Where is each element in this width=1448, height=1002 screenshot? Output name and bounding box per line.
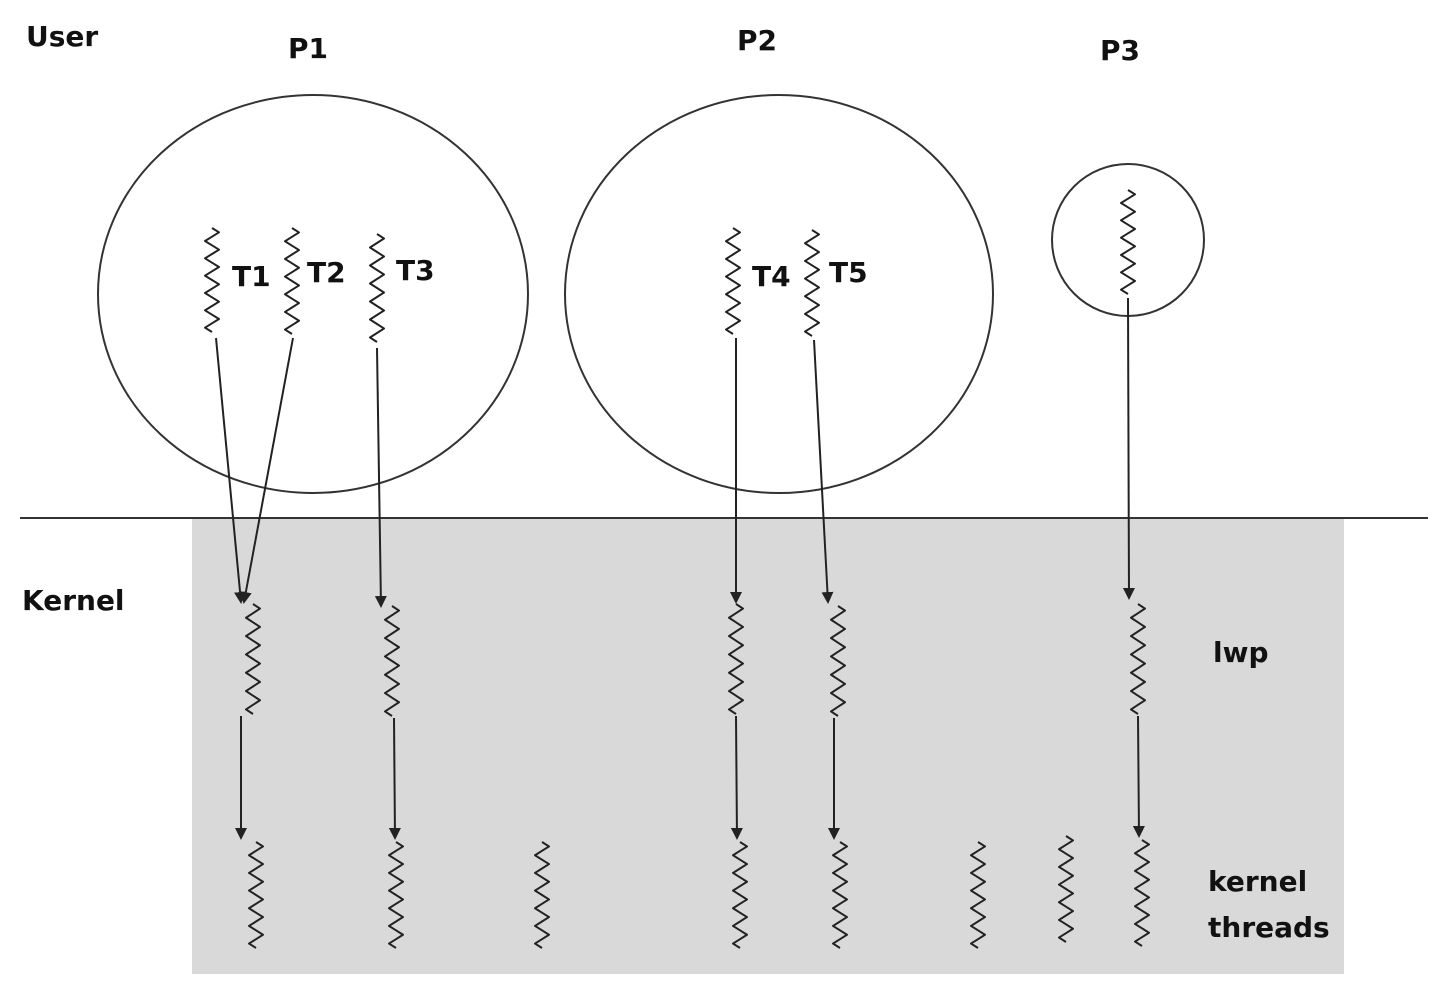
lwp-3-squiggle <box>728 603 744 715</box>
process-p2-label: P2 <box>737 24 777 57</box>
user-thread-t3-squiggle <box>369 233 385 343</box>
process-p2-circle <box>564 94 994 494</box>
kernel-thread-7-squiggle <box>1058 835 1074 943</box>
kernel-thread-2-squiggle <box>388 841 404 949</box>
user-region-label: User <box>26 20 98 53</box>
kernel-region-label: Kernel <box>22 584 125 617</box>
kernel-thread-5-squiggle <box>832 841 848 949</box>
arrow-lwp2-to-kt2 <box>388 717 401 840</box>
lwp-1-squiggle <box>245 603 261 715</box>
process-p3-label: P3 <box>1100 34 1140 67</box>
thread-squiggles <box>204 189 1150 949</box>
process-p1-label: P1 <box>288 32 328 65</box>
kernel-thread-6-squiggle <box>970 841 986 949</box>
thread-t3-label: T3 <box>396 254 435 287</box>
user-thread-t1-squiggle <box>204 227 220 333</box>
kernel-threads-label-line1: kernel <box>1208 865 1307 898</box>
arrow-lwp3-to-kt4 <box>730 715 743 840</box>
lwp-4-squiggle <box>830 605 846 717</box>
lwp-label: lwp <box>1213 636 1269 669</box>
kernel-threads-label-line2: threads <box>1208 911 1330 944</box>
arrow-t1-to-lwp1 <box>215 337 247 604</box>
thread-t1-label: T1 <box>232 260 271 293</box>
lwp-5-squiggle <box>1130 603 1146 715</box>
user-thread-p3-squiggle <box>1120 189 1136 295</box>
kernel-thread-3-squiggle <box>534 841 550 949</box>
user-thread-t5-squiggle <box>804 229 820 337</box>
kernel-area <box>192 518 1344 974</box>
mapping-arrows <box>215 297 1145 840</box>
arrow-t2-to-lwp1 <box>239 337 294 604</box>
kernel-thread-4-squiggle <box>732 841 748 949</box>
process-p1-circle <box>97 94 529 494</box>
kernel-thread-8-squiggle <box>1134 839 1150 947</box>
thread-t4-label: T4 <box>752 260 791 293</box>
thread-t2-label: T2 <box>307 256 346 289</box>
arrow-lwp5-to-kt8 <box>1132 715 1145 838</box>
arrow-t5-to-lwp4 <box>813 339 834 604</box>
lwp-2-squiggle <box>384 605 400 717</box>
arrow-p3-to-lwp5 <box>1122 297 1135 600</box>
arrow-t3-to-lwp2 <box>374 347 387 608</box>
kernel-thread-1-squiggle <box>248 841 264 949</box>
thread-t5-label: T5 <box>829 256 868 289</box>
user-thread-t4-squiggle <box>725 227 741 335</box>
user-thread-t2-squiggle <box>284 227 300 335</box>
